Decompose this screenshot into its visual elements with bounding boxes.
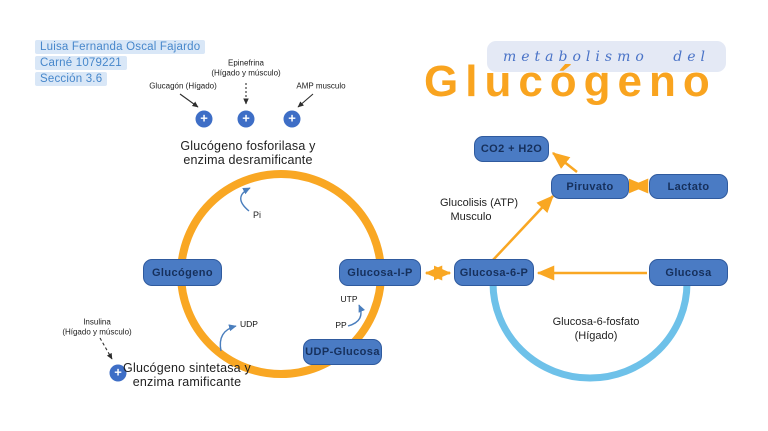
glucagon-label: Glucagón (Hígado) [149, 81, 217, 91]
arrow-amp-plus [297, 93, 314, 108]
node-glucosa: Glucosa [649, 259, 728, 286]
synthase-enzyme-line1: Glucógeno sintetasa y [123, 361, 251, 375]
arrow-g6p-piruvato [492, 195, 554, 261]
glucolisis-label-line1: Glucolisis (ATP) [439, 197, 519, 209]
utp-label: UTP [340, 294, 358, 304]
title-script-word-2: del [673, 48, 710, 65]
insulina-label-line2: (Hígado y músculo) [62, 327, 132, 337]
pi-label: Pi [252, 210, 262, 220]
arrow-glucagon-plus [179, 93, 199, 108]
node-glucogeno: Glucógeno [143, 259, 222, 286]
glucosa-6-fosfato-label-line2: (Hígado) [574, 330, 618, 342]
node-glucosa-6-p: Glucosa-6-P [454, 259, 534, 286]
phosphorylase-enzyme-line1: Glucógeno fosforilasa y [180, 139, 316, 153]
arrow-insulina-plus [99, 337, 113, 360]
plus-icon: + [195, 110, 213, 128]
arrow-piruvato-co2 [552, 152, 578, 173]
pp-label: PP [335, 320, 347, 330]
author-block: Luisa Fernanda Oscal Fajardo Carné 10792… [35, 40, 206, 88]
amp-label: AMP musculo [296, 81, 346, 91]
author-name: Luisa Fernanda Oscal Fajardo [35, 40, 206, 54]
black-pointer-arrows [99, 83, 314, 360]
plus-icon: + [237, 110, 255, 128]
orange-arrows [424, 152, 649, 281]
node-piruvato: Piruvato [551, 174, 629, 199]
title-subtitle-pill: metabolismo del [487, 41, 726, 72]
arrow-udp-release [219, 324, 237, 352]
title-script-word-1: metabolismo [503, 48, 649, 65]
node-udp-glucosa: UDP-Glucosa [303, 339, 382, 365]
plus-icon: + [283, 110, 301, 128]
arrow-pp-utp [347, 304, 366, 327]
arrow-pi-release [240, 187, 251, 212]
plus-icon: + [109, 364, 127, 382]
blue-curved-arrows [219, 187, 366, 352]
epinefrina-label-line2: (Hígado y músculo) [211, 68, 281, 78]
udp-label: UDP [240, 319, 258, 329]
node-co2-h2o: CO2 + H2O [474, 136, 549, 162]
insulina-label-line1: Insulina [83, 317, 111, 327]
synthase-enzyme-line2: enzima ramificante [132, 375, 242, 389]
node-glucosa-1-p: Glucosa-I-P [339, 259, 421, 286]
liver-pathway-arc [489, 279, 691, 382]
author-carne: Carné 1079221 [35, 56, 127, 70]
phosphorylase-enzyme-line2: enzima desramificante [183, 153, 313, 167]
node-lactato: Lactato [649, 174, 728, 199]
page-title: Glucógeno [424, 57, 717, 106]
glucolisis-label-line2: Musculo [450, 211, 492, 223]
glucosa-6-fosfato-label-line1: Glucosa-6-fosfato [552, 316, 640, 328]
author-seccion: Sección 3.6 [35, 72, 108, 86]
epinefrina-label-line1: Epinefrina [227, 58, 265, 68]
